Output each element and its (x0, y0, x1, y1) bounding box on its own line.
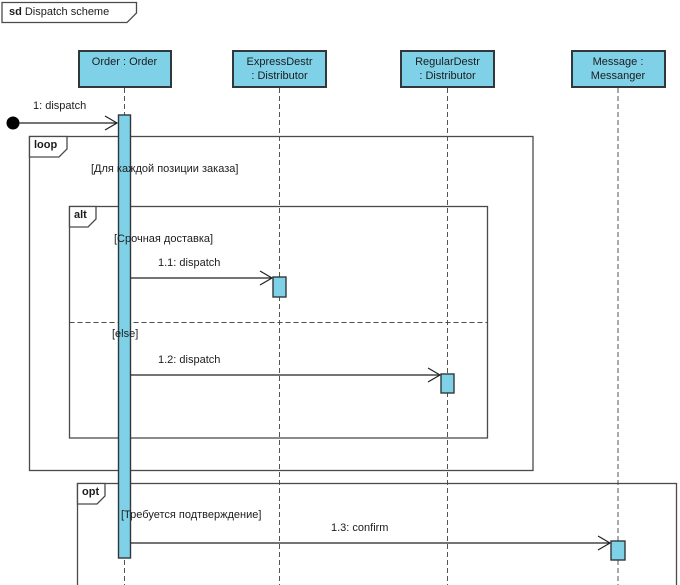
loop-operator-label: loop (34, 139, 58, 151)
lifeline-head-regulardestr[interactable]: RegularDestr : Distributor (400, 50, 495, 88)
loop-guard[interactable]: [Для каждой позиции заказа] (91, 163, 239, 175)
opt-operator-label: opt (82, 486, 100, 498)
lifeline-head-expressdestr[interactable]: ExpressDestr : Distributor (232, 50, 327, 88)
lifeline-name-line: ExpressDestr (246, 56, 313, 68)
activation-regulardestr[interactable] (440, 373, 455, 394)
lifeline-name-line: RegularDestr (415, 56, 480, 68)
activation-message[interactable] (610, 540, 626, 561)
lifeline-type-line: : Distributor (419, 70, 476, 82)
diagram-title-name: Dispatch scheme (24, 6, 110, 18)
message-1-2-arrowhead (427, 367, 442, 383)
activation-expressdestr[interactable] (272, 276, 287, 298)
alt-guard-urgent[interactable]: [Срочная доставка] (114, 233, 214, 245)
alt-operator-label: alt (74, 209, 87, 221)
message-1-3-label[interactable]: 1.3: confirm (331, 522, 389, 534)
found-message-endpoint[interactable] (6, 116, 20, 130)
message-1-arrowhead (104, 115, 119, 131)
lifeline-type-line: Messanger (590, 70, 646, 82)
lifeline-head-order[interactable]: Order : Order (77, 50, 172, 88)
lifeline-type-line: : Distributor (251, 70, 308, 82)
message-1-1-label[interactable]: 1.1: dispatch (158, 257, 221, 269)
loop-fragment-frame[interactable] (28, 135, 534, 472)
lifeline-head-message[interactable]: Message : Messanger (570, 50, 666, 88)
message-1-3-arrowhead (597, 535, 612, 551)
lifeline-name-line: Order : Order (91, 56, 158, 68)
message-1-2-label[interactable]: 1.2: dispatch (158, 354, 221, 366)
alt-guard-else[interactable]: [else] (112, 328, 139, 340)
diagram-title-keyword: sd (9, 6, 22, 18)
message-1-label[interactable]: 1: dispatch (33, 100, 87, 112)
lifeline-name-line: Message : (592, 56, 644, 68)
message-1-1-arrowhead (259, 270, 274, 286)
opt-guard[interactable]: [Требуется подтверждение] (121, 509, 262, 521)
